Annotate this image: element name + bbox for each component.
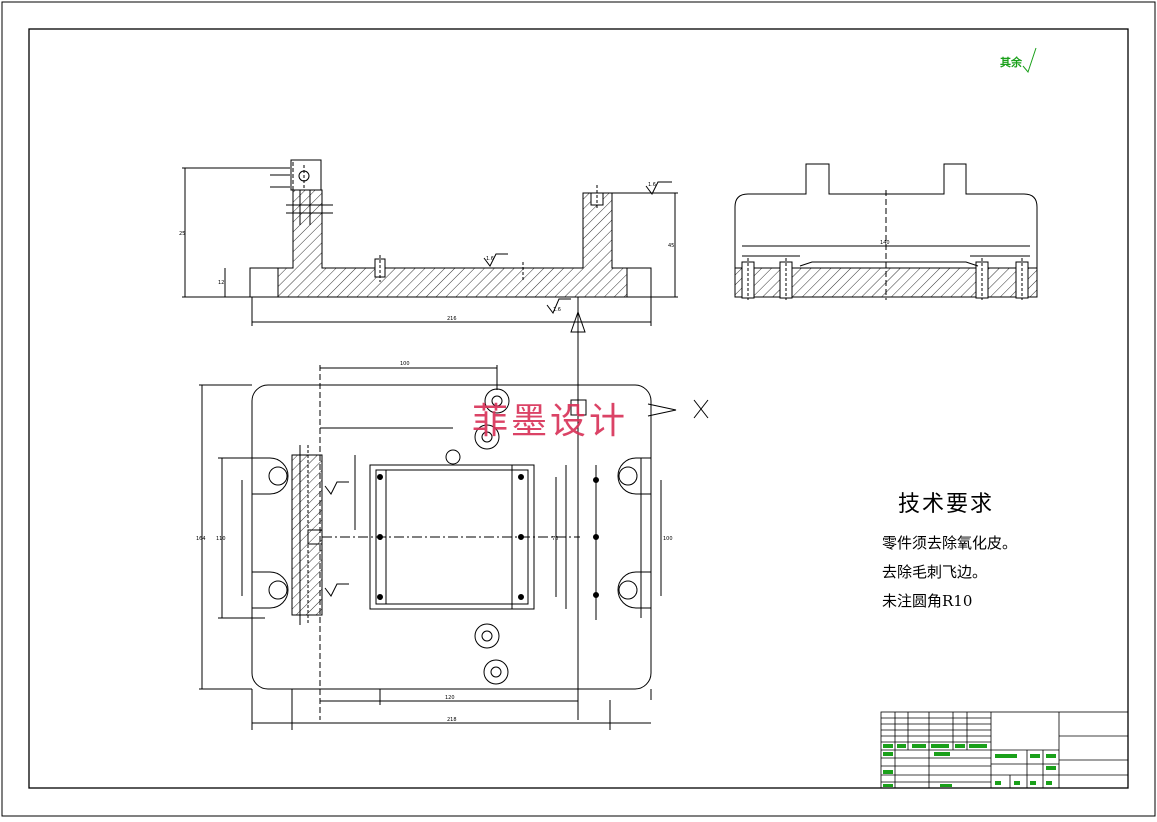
plan-view <box>199 335 709 730</box>
inner-frame <box>28 28 1129 789</box>
roughness-check-icon <box>1022 47 1037 74</box>
dim-label: 216 <box>447 316 457 322</box>
technical-requirements-title: 技术要求 <box>898 492 995 517</box>
title-block-green-cells <box>883 744 1056 787</box>
requirement-note: 去除毛刺飞边。 <box>882 563 988 581</box>
roughness-note: 其余 <box>1000 56 1022 69</box>
side-view <box>734 163 1038 300</box>
requirement-note: 未注圆角R10 <box>882 592 973 610</box>
front-section-view <box>182 159 678 416</box>
dim-label: 45 <box>668 243 674 249</box>
dim-label: 100 <box>663 536 673 542</box>
dim-label: 110 <box>216 536 226 542</box>
dim-label: 25 <box>179 231 185 237</box>
roughness-value: 1.6 <box>553 307 561 313</box>
roughness-value: 1.6 <box>486 256 494 262</box>
roughness-value: 1.6 <box>648 182 656 188</box>
front-view-dim-labels: 25 45 216 12 1.6 1.6 1.6 <box>179 182 674 322</box>
dim-label: 12 <box>218 280 224 286</box>
watermark: 菲墨设计 <box>472 401 629 442</box>
dim-label: 140 <box>880 240 890 246</box>
dim-label: 70 <box>552 536 558 542</box>
dim-label: 218 <box>447 717 457 723</box>
plan-view-dim-labels: 164 110 218 100 120 70 100 <box>196 361 673 723</box>
dim-label: 120 <box>445 695 455 701</box>
dim-label: 100 <box>400 361 410 367</box>
title-block <box>880 711 1129 789</box>
dim-label: 164 <box>196 536 206 542</box>
requirement-note: 零件须去除氧化皮。 <box>882 534 1018 552</box>
